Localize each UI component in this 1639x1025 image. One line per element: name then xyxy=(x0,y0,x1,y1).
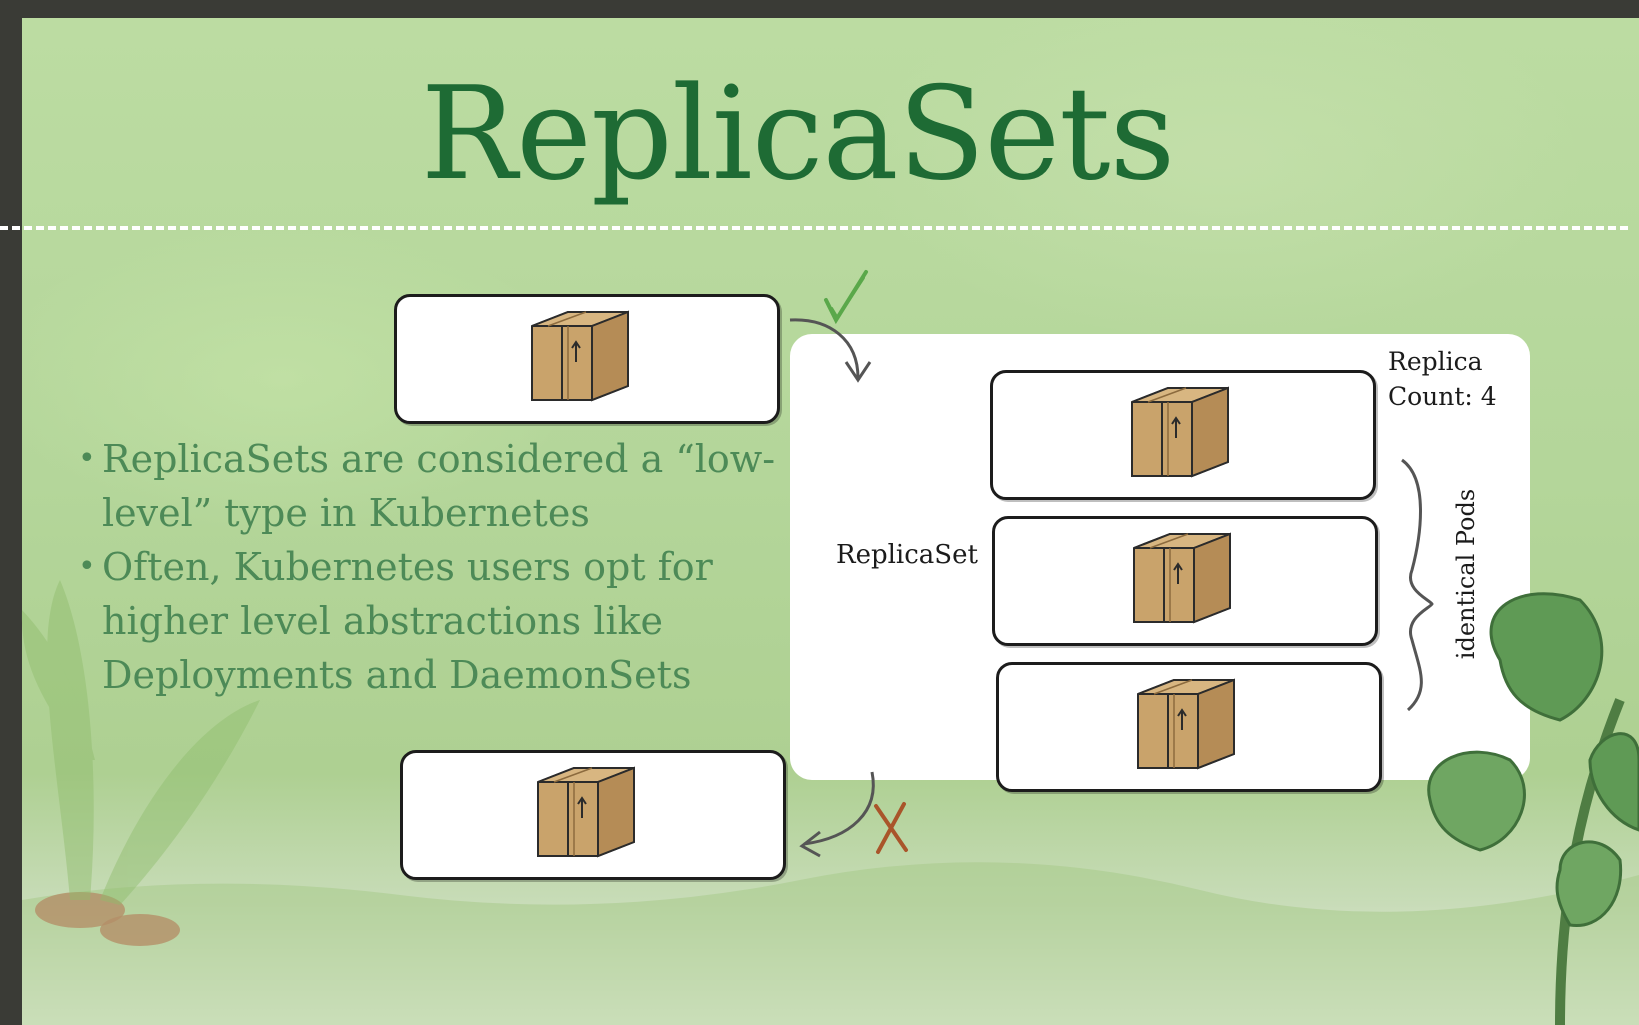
rejected-pod xyxy=(400,750,786,880)
bullet-item: ReplicaSets are considered a “low-level”… xyxy=(78,432,778,540)
bullet-item: Often, Kubernetes users opt for higher l… xyxy=(78,540,778,702)
title-divider xyxy=(0,226,1628,230)
slide-title: ReplicaSets xyxy=(420,60,1176,209)
replica-pod xyxy=(992,516,1378,646)
replica-pod xyxy=(996,662,1382,792)
replicaset-label: ReplicaSet xyxy=(836,540,978,570)
replica-count-label: Replica Count: 4 xyxy=(1388,347,1497,411)
identical-pods-label: identical Pods xyxy=(1452,488,1480,660)
replica-pod xyxy=(990,370,1376,500)
bullet-list: ReplicaSets are considered a “low-level”… xyxy=(78,432,778,702)
incoming-pod xyxy=(394,294,780,424)
